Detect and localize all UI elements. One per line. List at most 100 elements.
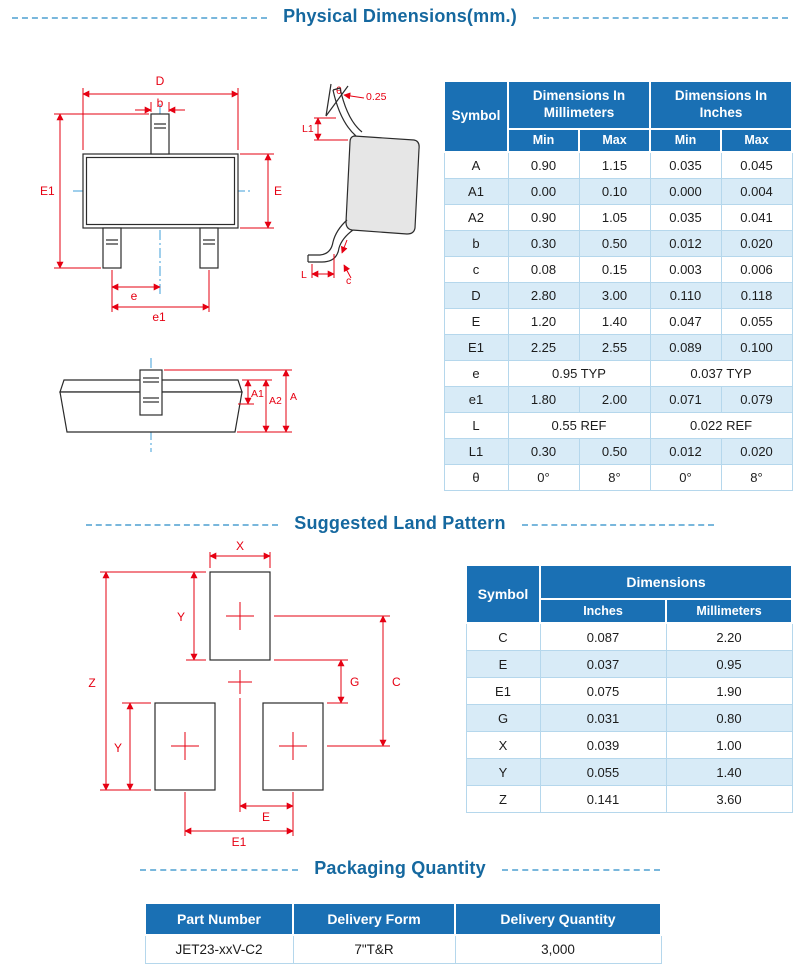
cell-in-min: 0.003	[649, 256, 722, 284]
dim-label-A2: A2	[269, 395, 282, 407]
cell-inches: 0.037	[539, 650, 667, 678]
cell-in-max: 0.004	[720, 178, 793, 206]
cell-mm-max: 0.15	[578, 256, 651, 284]
cell-symbol: L	[443, 412, 509, 440]
cell-symbol: e1	[443, 386, 509, 414]
header-row: Part Number Delivery Form Delivery Quant…	[144, 902, 662, 936]
section-title: Packaging Quantity	[314, 858, 486, 878]
title-rule-left	[140, 868, 299, 871]
cell-inches: 0.055	[539, 758, 667, 786]
cell-in-min: 0°	[649, 464, 722, 492]
page-title: Physical Dimensions(mm.)	[283, 6, 517, 26]
cell-in-min: 0.089	[649, 334, 722, 362]
cell-symbol: c	[443, 256, 509, 284]
dim-label-D: D	[156, 74, 165, 88]
col-header-dimensions: Dimensions	[538, 564, 794, 600]
col-header-inches: Inches	[539, 598, 667, 624]
dim-label-A: A	[290, 391, 297, 403]
cell-in-min: 0.035	[649, 204, 722, 232]
package-side-view-drawing: θ 0.25 L1 L c	[300, 82, 440, 292]
cell-symbol: Y	[465, 758, 541, 786]
title-rule-right	[532, 16, 788, 19]
cell-symbol: Z	[465, 785, 541, 813]
cell-in-max: 0.006	[720, 256, 793, 284]
cell-mm-min: 0.90	[507, 151, 580, 180]
cell-in-max: 0.055	[720, 308, 793, 336]
cell-in-min: 0.047	[649, 308, 722, 336]
cell-in-span: 0.022 REF	[649, 412, 793, 440]
cell-mm-max: 3.00	[578, 282, 651, 310]
cell-inches: 0.141	[539, 785, 667, 813]
cell-mm: 0.80	[665, 704, 793, 732]
cell-in-min: 0.012	[649, 438, 722, 466]
cell-mm-max: 1.15	[578, 151, 651, 180]
cell-in-min: 0.000	[649, 178, 722, 206]
dim-label-Y-top: Y	[177, 610, 185, 624]
cell-mm-min: 1.80	[507, 386, 580, 414]
col-header-delivery-quantity: Delivery Quantity	[454, 902, 662, 936]
cell-symbol: E	[443, 308, 509, 336]
packaging-quantity-title: Packaging Quantity	[140, 858, 661, 879]
cell-mm-max: 0.10	[578, 178, 651, 206]
cell-mm-max: 0.50	[578, 230, 651, 258]
dim-label-L: L	[301, 269, 307, 281]
cell-delivery-form: 7"T&R	[292, 934, 456, 964]
cell-mm: 2.20	[665, 622, 793, 651]
cell-mm-span: 0.55 REF	[507, 412, 651, 440]
cell-mm-min: 2.25	[507, 334, 580, 362]
cell-inches: 0.031	[539, 704, 667, 732]
cell-symbol: θ	[443, 464, 509, 492]
dim-label-E-body: E	[274, 184, 282, 198]
cell-mm-max: 0.50	[578, 438, 651, 466]
cell-in-min: 0.012	[649, 230, 722, 258]
header-row: Symbol Dimensions	[465, 564, 794, 624]
cell-mm-max: 1.05	[578, 204, 651, 232]
col-header-symbol: Symbol	[465, 564, 541, 624]
cell-mm-min: 0.30	[507, 230, 580, 258]
dim-label-E1-overall: E1	[40, 184, 55, 198]
cell-mm: 3.60	[665, 785, 793, 813]
cell-inches: 0.039	[539, 731, 667, 759]
dim-label-A1: A1	[251, 388, 264, 400]
header-row: Symbol Dimensions In Millimeters Dimensi…	[443, 79, 794, 154]
dim-label-theta: θ	[336, 85, 342, 97]
cell-mm-span: 0.95 TYP	[507, 360, 651, 388]
subheader-row: Min Max Min Max	[444, 127, 794, 154]
cell-mm-min: 0°	[507, 464, 580, 492]
col-header-part-number: Part Number	[144, 902, 294, 936]
cell-symbol: e	[443, 360, 509, 388]
col-header-delivery-form: Delivery Form	[292, 902, 456, 936]
dim-label-e-pitch: e	[131, 289, 138, 303]
dim-label-c: c	[346, 275, 351, 287]
land-pattern-title: Suggested Land Pattern	[86, 513, 714, 534]
cell-delivery-quantity: 3,000	[454, 934, 662, 964]
cell-mm-min: 2.80	[507, 282, 580, 310]
dim-label-L1: L1	[302, 123, 314, 135]
table-row: JET23-xxV-C2 7"T&R 3,000	[144, 934, 662, 964]
dim-label-C: C	[392, 675, 401, 689]
cell-mm-min: 0.90	[507, 204, 580, 232]
cell-mm: 0.95	[665, 650, 793, 678]
cell-mm-max: 2.00	[578, 386, 651, 414]
cell-symbol: b	[443, 230, 509, 258]
land-pattern-svg: X Z Y Y G C E E1	[88, 539, 401, 849]
cell-in-max: 0.041	[720, 204, 793, 232]
cell-mm-min: 1.20	[507, 308, 580, 336]
title-rule-right	[521, 523, 714, 526]
physical-dimensions-title: Physical Dimensions(mm.)	[12, 6, 788, 27]
cell-in-max: 0.020	[720, 438, 793, 466]
cell-symbol: X	[465, 731, 541, 759]
package-front-view-drawing: A1 A2 A	[50, 352, 305, 462]
cell-in-min: 0.071	[649, 386, 722, 414]
